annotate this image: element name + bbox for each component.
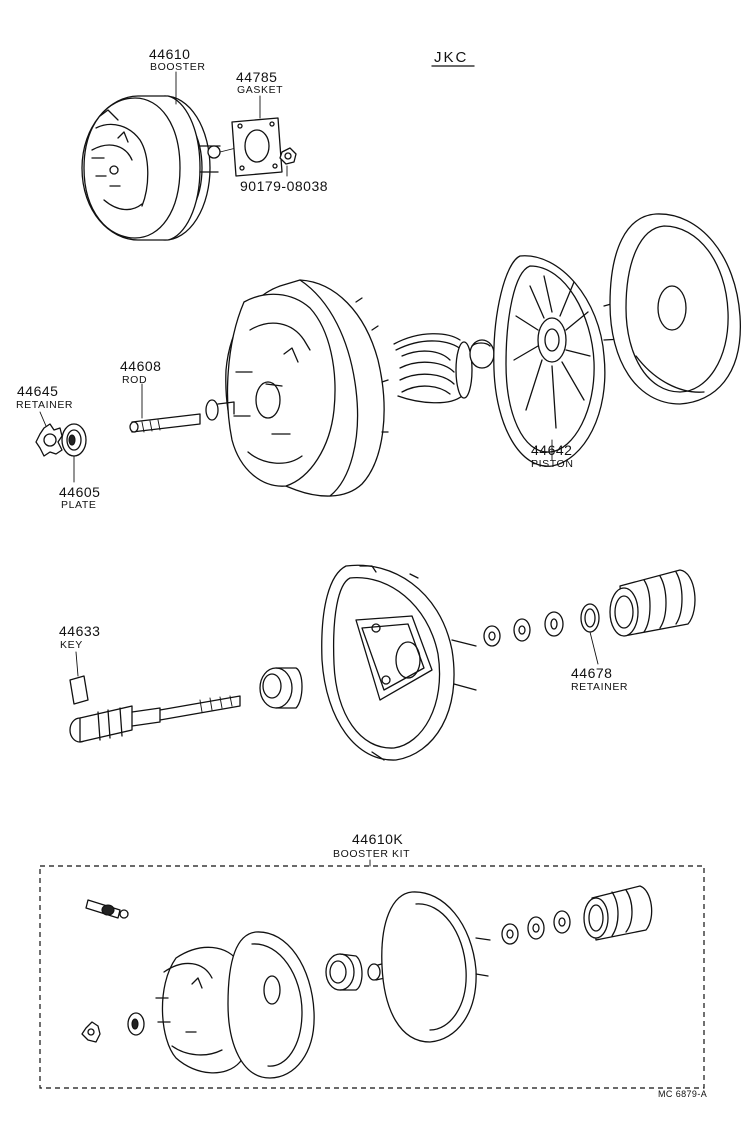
retainer-front-drawing bbox=[35, 411, 63, 457]
piston-part-number: 44642 bbox=[531, 442, 572, 458]
rod-drawing bbox=[129, 383, 235, 433]
booster-part-number: 44610 bbox=[149, 46, 190, 62]
rear-shell-valve-body bbox=[321, 564, 477, 761]
plate-drawing bbox=[61, 423, 87, 483]
gasket-part-name: GASKET bbox=[237, 84, 283, 96]
gasket-plate bbox=[231, 117, 283, 177]
booster-kit-part-number: 44610K bbox=[352, 831, 403, 847]
nut-part-number: 90179-08038 bbox=[240, 178, 328, 194]
drawing-code: MC 6879-A bbox=[658, 1089, 707, 1099]
piston-part-name: PISTON bbox=[531, 458, 574, 470]
key-drawing bbox=[69, 651, 89, 705]
booster-kit-dashed-frame bbox=[39, 865, 705, 1089]
key-part-name: KEY bbox=[60, 639, 83, 651]
rear-shell-housing bbox=[321, 564, 455, 761]
gasket-drawing bbox=[231, 117, 283, 177]
rod-part-number: 44608 bbox=[120, 358, 161, 374]
rear-seals-drawing bbox=[483, 603, 600, 665]
retainer-front-part-number: 44645 bbox=[17, 383, 58, 399]
booster-front-shell bbox=[83, 97, 181, 239]
seal-front-drawing bbox=[259, 667, 303, 709]
retainer-front-part-name: RETAINER bbox=[16, 399, 73, 411]
nut-drawing bbox=[279, 147, 297, 165]
model-code-label: JKC bbox=[431, 49, 475, 67]
rear-shell-exploded bbox=[603, 213, 741, 405]
booster-part-name: BOOSTER bbox=[150, 61, 206, 73]
gasket-part-number: 44785 bbox=[236, 69, 277, 85]
plate-part-number: 44605 bbox=[59, 484, 100, 500]
retainer-rear-part-name: RETAINER bbox=[571, 681, 628, 693]
dust-boot-drawing bbox=[609, 569, 696, 637]
booster-kit-part-name: BOOSTER KIT bbox=[333, 848, 410, 860]
piston-plate-drawing bbox=[493, 255, 606, 467]
key-part-number: 44633 bbox=[59, 623, 100, 639]
booster-front-shell-exploded bbox=[225, 279, 389, 497]
model-code-text: JKC bbox=[434, 49, 468, 66]
reaction-disc bbox=[469, 339, 495, 369]
retainer-rear-part-number: 44678 bbox=[571, 665, 612, 681]
plate-part-name: PLATE bbox=[61, 499, 96, 511]
booster-kit-contents bbox=[81, 885, 653, 1079]
rod-part-name: ROD bbox=[122, 374, 147, 386]
booster-assembly-drawing bbox=[81, 71, 288, 241]
valve-plunger-drawing bbox=[69, 695, 241, 743]
diaphragm-spring bbox=[393, 333, 473, 404]
